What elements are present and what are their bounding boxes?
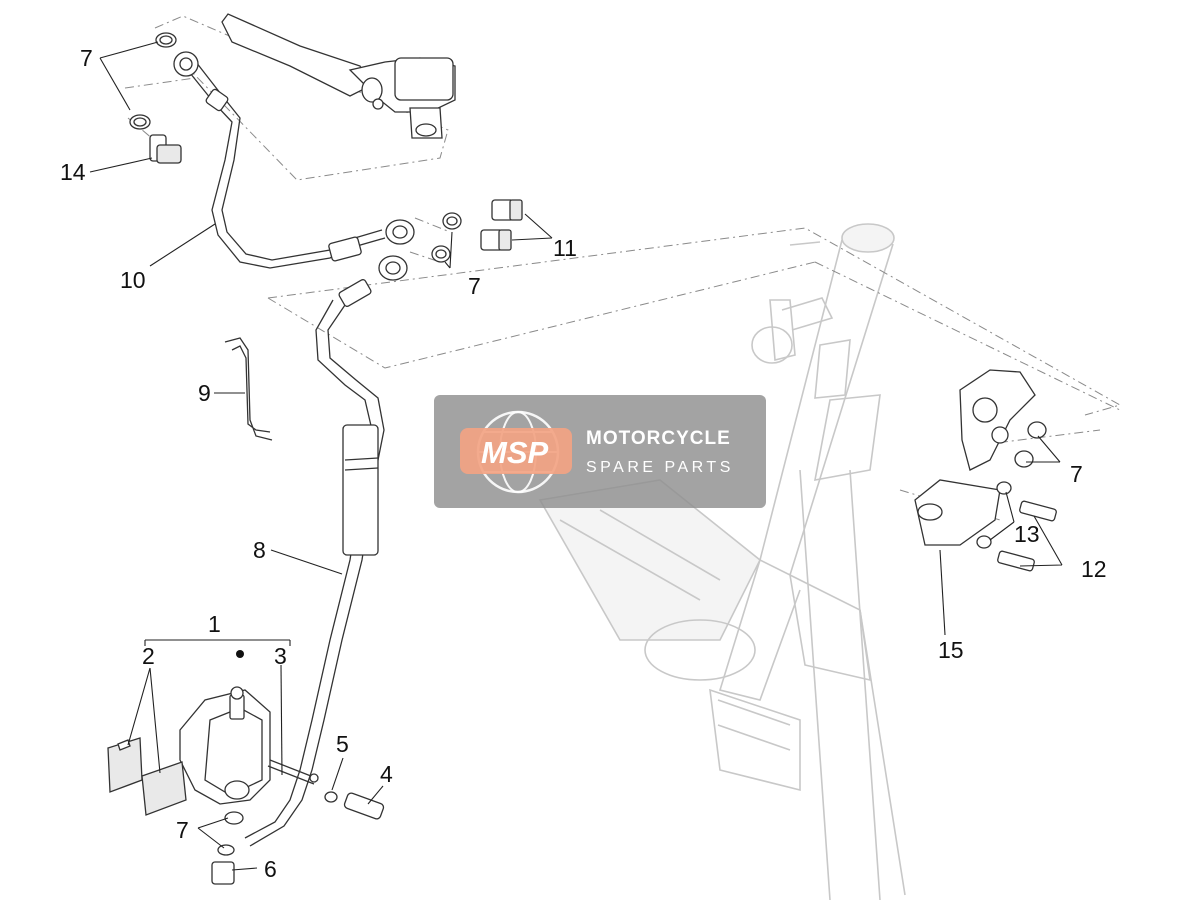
watermark-band xyxy=(434,395,766,508)
lower-brake-hose xyxy=(244,255,408,847)
caliper-bolt xyxy=(211,811,244,885)
watermark-line2: SPARE PARTS xyxy=(586,459,734,476)
callout-14: 14 xyxy=(60,159,86,185)
callout-13: 13 xyxy=(1014,521,1040,547)
callout-leaders xyxy=(89,41,1063,871)
banjo-bolts-middle xyxy=(431,199,523,263)
steering-column-frame xyxy=(538,223,906,901)
caliper-pin xyxy=(324,791,385,820)
watermark: MSP MOTORCYCLE SPARE PARTS xyxy=(434,395,766,508)
callout-3: 3 xyxy=(274,643,287,669)
brake-lever xyxy=(221,13,456,139)
brake-caliper xyxy=(179,686,319,805)
callout-11: 11 xyxy=(553,235,577,261)
watermark-line1: MOTORCYCLE xyxy=(586,428,731,449)
callout-dot xyxy=(236,650,244,658)
callout-15: 15 xyxy=(938,637,964,663)
callout-8: 8 xyxy=(253,537,266,563)
callout-5: 5 xyxy=(336,731,349,757)
callout-7-top: 7 xyxy=(80,45,93,71)
callout-7-middle: 7 xyxy=(468,273,481,299)
callout-labels: 7 14 10 7 11 9 8 1 2 3 5 4 7 6 7 13 12 1… xyxy=(60,45,1107,882)
callout-1: 1 xyxy=(208,611,221,637)
callout-6: 6 xyxy=(264,856,277,882)
callout-4: 4 xyxy=(380,761,393,787)
callout-10: 10 xyxy=(120,267,146,293)
banjo-bolt-top xyxy=(129,32,182,164)
brake-pads xyxy=(107,737,187,816)
upper-brake-hose xyxy=(173,51,415,269)
rear-master-cylinder xyxy=(914,369,1057,572)
msp-logo-badge xyxy=(460,428,572,474)
hose-clip xyxy=(224,337,273,441)
callout-7-bottom: 7 xyxy=(176,817,189,843)
watermark-logo: MSP xyxy=(481,435,549,470)
callout-2: 2 xyxy=(142,643,155,669)
callout-9: 9 xyxy=(198,380,211,406)
callout-7-right: 7 xyxy=(1070,461,1083,487)
callout-12: 12 xyxy=(1081,556,1107,582)
